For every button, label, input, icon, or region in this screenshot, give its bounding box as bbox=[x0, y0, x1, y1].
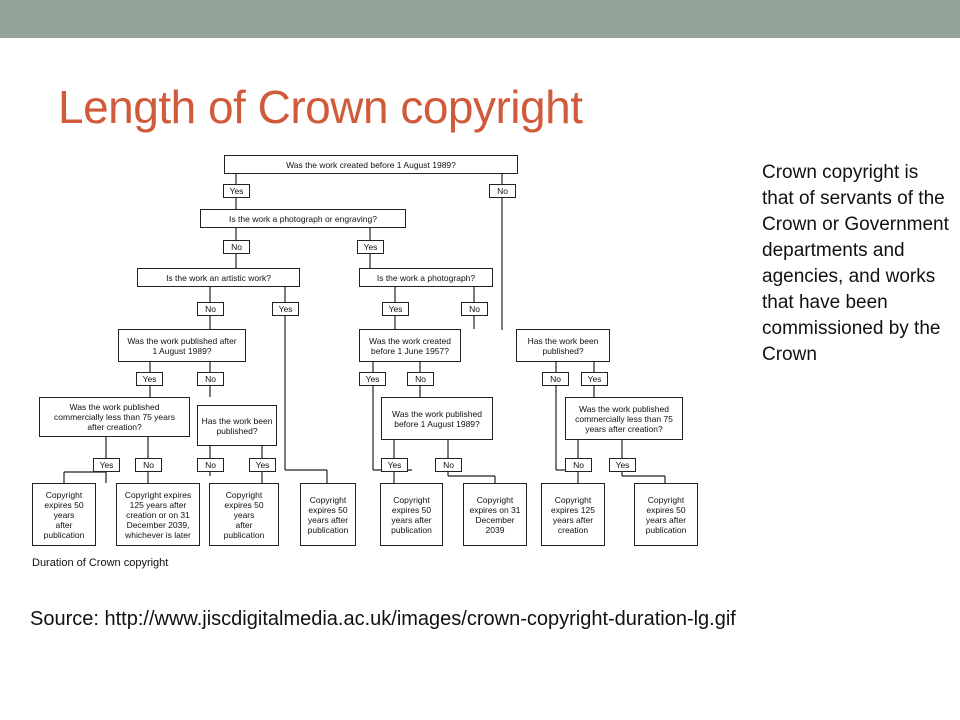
top-accent-bar bbox=[0, 0, 960, 38]
outcome-expires-31-december-2039: Copyright expires on 31 December 2039 bbox=[463, 483, 527, 546]
outcome-50-years-after-publication-1: Copyright expires 50 years after publica… bbox=[32, 483, 96, 546]
label-yes-q6: Yes bbox=[359, 372, 386, 386]
side-note: Crown copyright is that of servants of t… bbox=[762, 162, 949, 365]
question-artistic-work: Is the work an artistic work? bbox=[137, 268, 300, 287]
question-created-before-1957: Was the work created before 1 June 1957? bbox=[359, 329, 461, 362]
question-created-before-1989: Was the work created before 1 August 198… bbox=[224, 155, 518, 174]
label-no-q3: No bbox=[197, 302, 224, 316]
label-yes-q3: Yes bbox=[272, 302, 299, 316]
label-yes-q4: Yes bbox=[382, 302, 409, 316]
outcome-50-years-after-publication-5: Copyright expires 50 years after publica… bbox=[634, 483, 698, 546]
label-no-q11: No bbox=[565, 458, 592, 472]
label-no-q10: No bbox=[435, 458, 462, 472]
label-no-q4: No bbox=[461, 302, 488, 316]
label-yes-q10: Yes bbox=[381, 458, 408, 472]
label-no-q7: No bbox=[542, 372, 569, 386]
outcome-125-years-after-creation: Copyright expires 125 years after creati… bbox=[541, 483, 605, 546]
outcome-50-years-after-publication-3: Copyright expires 50 years after publica… bbox=[300, 483, 356, 546]
slide-title: Length of Crown copyright bbox=[58, 81, 583, 133]
question-photograph-or-engraving: Is the work a photograph or engraving? bbox=[200, 209, 406, 228]
label-no-q6: No bbox=[407, 372, 434, 386]
label-yes-q1: Yes bbox=[223, 184, 250, 198]
question-photograph: Is the work a photograph? bbox=[359, 268, 493, 287]
question-published-after-1989: Was the work published after 1 August 19… bbox=[118, 329, 246, 362]
outcome-50-years-after-publication-4: Copyright expires 50 years after publica… bbox=[380, 483, 443, 546]
label-no-q5: No bbox=[197, 372, 224, 386]
label-no-q8: No bbox=[135, 458, 162, 472]
outcome-125-years-or-2039: Copyright expires 125 years after creati… bbox=[116, 483, 200, 546]
label-no-q2: No bbox=[223, 240, 250, 254]
label-yes-q2: Yes bbox=[357, 240, 384, 254]
source-citation: Source: http://www.jiscdigitalmedia.ac.u… bbox=[30, 608, 736, 630]
question-published-within-75-years-right: Was the work published commercially less… bbox=[565, 397, 683, 440]
label-yes-q7: Yes bbox=[581, 372, 608, 386]
outcome-50-years-after-publication-2: Copyright expires 50 years after publica… bbox=[209, 483, 279, 546]
label-yes-q11: Yes bbox=[609, 458, 636, 472]
question-has-been-published-left: Has the work been published? bbox=[197, 405, 277, 446]
question-published-within-75-years-left: Was the work published commercially less… bbox=[39, 397, 190, 437]
label-yes-q8: Yes bbox=[93, 458, 120, 472]
label-no-q1: No bbox=[489, 184, 516, 198]
label-yes-q5: Yes bbox=[136, 372, 163, 386]
flowchart-caption: Duration of Crown copyright bbox=[32, 557, 169, 569]
label-yes-q9: Yes bbox=[249, 458, 276, 472]
label-no-q9: No bbox=[197, 458, 224, 472]
question-has-been-published-right: Has the work been published? bbox=[516, 329, 610, 362]
question-published-before-1989: Was the work published before 1 August 1… bbox=[381, 397, 493, 440]
